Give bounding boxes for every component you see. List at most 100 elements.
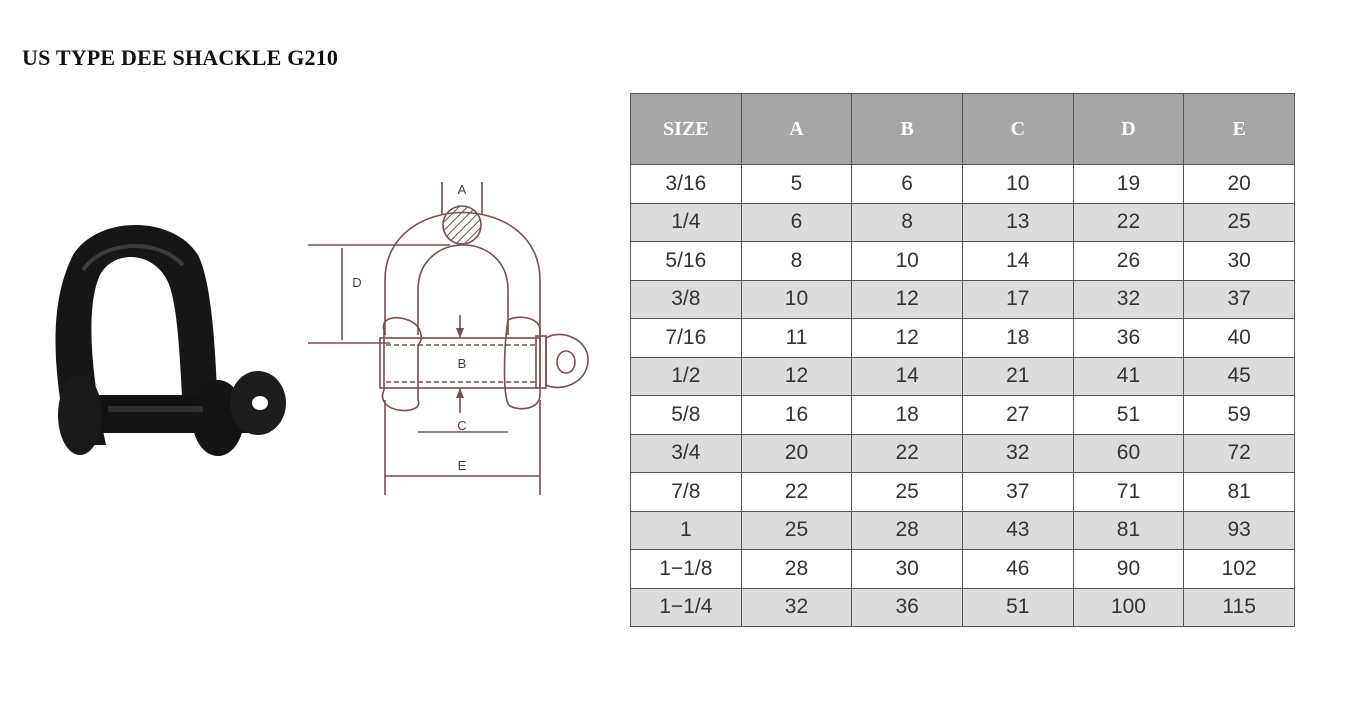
- cell-value: 5: [740, 164, 853, 204]
- header-size: SIZE: [630, 93, 742, 165]
- header-e: E: [1183, 93, 1295, 165]
- cell-value: 12: [851, 318, 963, 358]
- cell-value: 10: [961, 164, 1074, 204]
- cell-value: 18: [961, 318, 1074, 358]
- right-lug: [503, 316, 541, 410]
- cell-value: 71: [1072, 472, 1185, 512]
- cell-value: 14: [851, 356, 963, 396]
- cell-value: 28: [851, 510, 963, 550]
- label-c: C: [457, 418, 466, 433]
- cell-value: 19: [1072, 164, 1185, 204]
- cell-value: 37: [961, 472, 1074, 512]
- cell-value: 20: [1183, 164, 1295, 204]
- cell-value: 60: [1072, 433, 1185, 473]
- cell-value: 40: [1183, 318, 1295, 358]
- cell-size: 7/16: [630, 318, 742, 358]
- cell-value: 32: [961, 433, 1074, 473]
- left-lug: [381, 316, 422, 412]
- cell-size: 7/8: [630, 472, 742, 512]
- cell-value: 81: [1072, 510, 1185, 550]
- cell-value: 90: [1072, 549, 1185, 589]
- table-header-row: SIZE A B C D E: [630, 93, 1295, 165]
- cell-size: 1/4: [630, 202, 742, 242]
- cell-value: 37: [1183, 279, 1295, 319]
- cell-size: 5/8: [630, 395, 742, 435]
- cell-value: 14: [961, 241, 1074, 281]
- cell-size: 1−1/8: [630, 549, 742, 589]
- cell-value: 22: [851, 433, 963, 473]
- cell-value: 46: [961, 549, 1074, 589]
- label-e: E: [458, 458, 467, 473]
- cell-value: 8: [851, 202, 963, 242]
- cell-value: 16: [740, 395, 853, 435]
- pin-collar: [535, 335, 547, 389]
- cell-value: 51: [961, 587, 1074, 627]
- cell-value: 100: [1072, 587, 1185, 627]
- cell-value: 25: [851, 472, 963, 512]
- cell-value: 25: [740, 510, 853, 550]
- cell-value: 12: [740, 356, 853, 396]
- cell-size: 1: [630, 510, 742, 550]
- cell-value: 26: [1072, 241, 1185, 281]
- cell-value: 93: [1183, 510, 1295, 550]
- header-c: C: [961, 93, 1074, 165]
- cell-value: 27: [961, 395, 1074, 435]
- cell-value: 10: [851, 241, 963, 281]
- label-a: A: [458, 182, 467, 197]
- cell-value: 8: [740, 241, 853, 281]
- cell-value: 41: [1072, 356, 1185, 396]
- cell-size: 3/16: [630, 164, 742, 204]
- cell-value: 30: [1183, 241, 1295, 281]
- cell-value: 25: [1183, 202, 1295, 242]
- header-b: B: [851, 93, 963, 165]
- cell-size: 5/16: [630, 241, 742, 281]
- cell-value: 20: [740, 433, 853, 473]
- cell-value: 22: [740, 472, 853, 512]
- cell-value: 12: [851, 279, 963, 319]
- cell-value: 43: [961, 510, 1074, 550]
- page-title: US TYPE DEE SHACKLE G210: [22, 44, 339, 70]
- cell-value: 36: [851, 587, 963, 627]
- cell-value: 45: [1183, 356, 1295, 396]
- cell-value: 36: [1072, 318, 1185, 358]
- cell-value: 32: [1072, 279, 1185, 319]
- label-b: B: [458, 356, 467, 371]
- cell-value: 30: [851, 549, 963, 589]
- cell-value: 10: [740, 279, 853, 319]
- cell-value: 13: [961, 202, 1074, 242]
- cell-value: 28: [740, 549, 853, 589]
- cell-value: 72: [1183, 433, 1295, 473]
- cell-value: 17: [961, 279, 1074, 319]
- cell-value: 21: [961, 356, 1074, 396]
- cell-value: 11: [740, 318, 853, 358]
- shackle-inner-outline: [417, 244, 509, 335]
- cell-value: 22: [1072, 202, 1185, 242]
- cross-section: [442, 205, 482, 245]
- header-d: D: [1072, 93, 1185, 165]
- shackle-pin: [58, 371, 286, 456]
- cell-value: 115: [1183, 587, 1295, 627]
- cell-value: 32: [740, 587, 853, 627]
- cell-value: 102: [1183, 549, 1295, 589]
- cell-value: 81: [1183, 472, 1295, 512]
- shackle-photo: [55, 225, 286, 456]
- cell-size: 1−1/4: [630, 587, 742, 627]
- cell-value: 51: [1072, 395, 1185, 435]
- cell-value: 6: [740, 202, 853, 242]
- header-a: A: [740, 93, 853, 165]
- shackle-dimension-diagram: A D B C E: [308, 182, 589, 495]
- cell-value: 6: [851, 164, 963, 204]
- cell-value: 18: [851, 395, 963, 435]
